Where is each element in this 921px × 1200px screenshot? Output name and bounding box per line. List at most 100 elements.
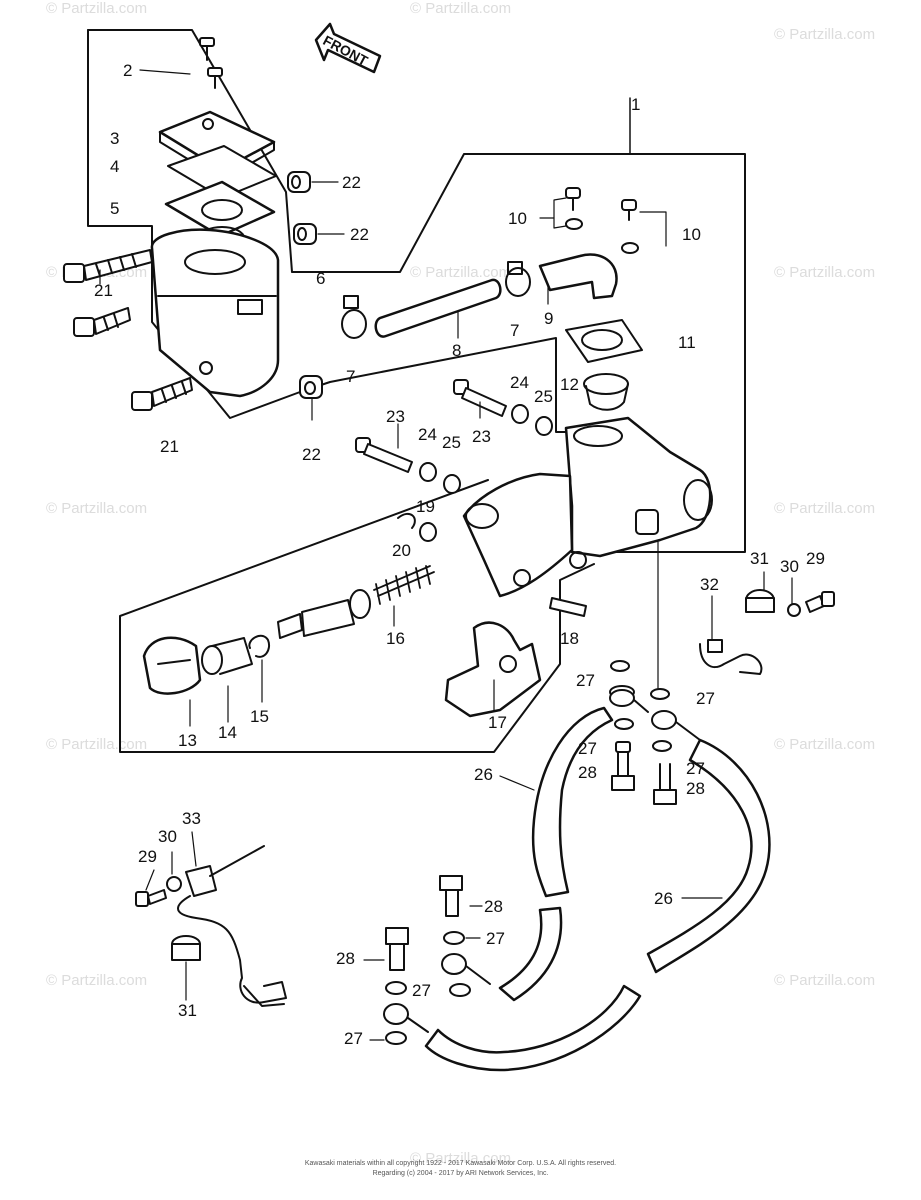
callout-31b[interactable]: 31 xyxy=(178,1001,197,1020)
screw-icon xyxy=(199,37,223,89)
callout-12[interactable]: 12 xyxy=(560,375,579,394)
sealing-washer-icon xyxy=(385,981,407,1045)
callout-27d[interactable]: 27 xyxy=(686,759,705,778)
callout-18[interactable]: 18 xyxy=(560,629,579,648)
brake-hose-icon xyxy=(498,906,563,1002)
callout-22c[interactable]: 22 xyxy=(302,445,321,464)
callout-28d[interactable]: 28 xyxy=(336,949,355,968)
hose-clamp-icon xyxy=(341,295,367,339)
retaining-clip-icon xyxy=(397,512,416,529)
banjo-bolt-icon xyxy=(611,741,635,791)
callout-29a[interactable]: 29 xyxy=(806,549,825,568)
boot-icon xyxy=(142,636,202,695)
callout-28a[interactable]: 28 xyxy=(578,763,597,782)
callout-24a[interactable]: 24 xyxy=(510,373,529,392)
watermark: © Partzilla.com xyxy=(774,500,876,517)
reservoir-body-icon xyxy=(150,228,280,398)
callout-21b[interactable]: 21 xyxy=(160,437,179,456)
callout-4[interactable]: 4 xyxy=(110,157,120,176)
callout-7a[interactable]: 7 xyxy=(346,367,356,386)
sealing-washer-icon xyxy=(610,660,634,730)
callout-9[interactable]: 9 xyxy=(544,309,554,328)
callout-2[interactable]: 2 xyxy=(123,61,133,80)
callout-14[interactable]: 14 xyxy=(218,723,237,742)
callout-1[interactable]: 1 xyxy=(631,95,641,114)
callout-19[interactable]: 19 xyxy=(416,497,435,516)
bolt-icon xyxy=(805,591,835,613)
brake-hose-icon xyxy=(424,984,642,1072)
banjo-bolt-icon xyxy=(653,763,677,805)
watermark: © Partzilla.com xyxy=(46,736,148,753)
pivot-pin-icon xyxy=(549,597,587,617)
callout-27f[interactable]: 27 xyxy=(412,981,431,1000)
callout-23b[interactable]: 23 xyxy=(386,407,405,426)
callout-30a[interactable]: 30 xyxy=(780,557,799,576)
bolt-icon xyxy=(355,437,413,473)
banjo-bolt-icon xyxy=(439,875,463,917)
bolt-icon xyxy=(73,307,131,337)
bolt-icon xyxy=(135,889,167,907)
callout-15[interactable]: 15 xyxy=(250,707,269,726)
callout-7b[interactable]: 7 xyxy=(510,321,520,340)
callout-27g[interactable]: 27 xyxy=(344,1029,363,1048)
grommet-icon xyxy=(287,171,311,193)
callout-10a[interactable]: 10 xyxy=(508,209,527,228)
circlip-icon xyxy=(248,634,270,658)
callout-31a[interactable]: 31 xyxy=(750,549,769,568)
elbow-fitting-icon xyxy=(538,253,618,300)
callout-23a[interactable]: 23 xyxy=(472,427,491,446)
callout-13[interactable]: 13 xyxy=(178,731,197,750)
callout-27c[interactable]: 27 xyxy=(578,739,597,758)
grommet-icon xyxy=(745,589,775,613)
callout-21a[interactable]: 21 xyxy=(94,281,113,300)
assembly-outline-upper xyxy=(87,29,746,553)
callout-26a[interactable]: 26 xyxy=(474,765,493,784)
grommet-icon xyxy=(171,935,201,961)
washer-icon xyxy=(166,876,182,892)
callout-24b[interactable]: 24 xyxy=(418,425,437,444)
callout-25b[interactable]: 25 xyxy=(442,433,461,452)
callout-30b[interactable]: 30 xyxy=(158,827,177,846)
callout-22b[interactable]: 22 xyxy=(350,225,369,244)
callout-3[interactable]: 3 xyxy=(110,129,120,148)
callout-11[interactable]: 11 xyxy=(678,333,696,352)
banjo-fitting-icon xyxy=(651,710,701,741)
callout-32[interactable]: 32 xyxy=(700,575,719,594)
assembly-outline-lower xyxy=(119,479,595,753)
callout-10b[interactable]: 10 xyxy=(682,225,701,244)
piston-icon xyxy=(277,589,371,639)
callout-17[interactable]: 17 xyxy=(488,713,507,732)
watermark: © Partzilla.com xyxy=(774,264,876,281)
banjo-fitting-icon xyxy=(609,685,649,713)
callout-22a[interactable]: 22 xyxy=(342,173,361,192)
callout-20[interactable]: 20 xyxy=(392,541,411,560)
spring-icon xyxy=(373,565,435,605)
bolt-icon xyxy=(131,377,193,411)
callout-29b[interactable]: 29 xyxy=(138,847,157,866)
watermark: © Partzilla.com xyxy=(410,1150,512,1167)
hose-clamp-icon xyxy=(505,261,531,297)
sealing-washer-icon xyxy=(650,688,672,752)
callout-27e[interactable]: 27 xyxy=(486,929,505,948)
bolt-icon xyxy=(453,379,507,417)
watermark: © Partzilla.com xyxy=(46,972,148,989)
callout-27b[interactable]: 27 xyxy=(696,689,715,708)
callout-28b[interactable]: 28 xyxy=(686,779,705,798)
callout-26b[interactable]: 26 xyxy=(654,889,673,908)
callout-6[interactable]: 6 xyxy=(316,269,326,288)
callout-28c[interactable]: 28 xyxy=(484,897,503,916)
callout-33[interactable]: 33 xyxy=(182,809,201,828)
sealing-washer-icon xyxy=(443,931,471,997)
copyright-line-2: Regarding (c) 2004 - 2017 by ARI Network… xyxy=(372,1170,549,1177)
piston-cup-icon xyxy=(201,637,253,675)
callout-27a[interactable]: 27 xyxy=(576,671,595,690)
hose-bracket-icon xyxy=(699,639,763,675)
callout-8[interactable]: 8 xyxy=(452,341,462,360)
front-arrow-icon xyxy=(314,22,382,74)
watermark: © Partzilla.com xyxy=(410,264,512,281)
callout-25a[interactable]: 25 xyxy=(534,387,553,406)
grommet-icon xyxy=(293,223,317,245)
callout-5[interactable]: 5 xyxy=(110,199,120,218)
callout-16[interactable]: 16 xyxy=(386,629,405,648)
